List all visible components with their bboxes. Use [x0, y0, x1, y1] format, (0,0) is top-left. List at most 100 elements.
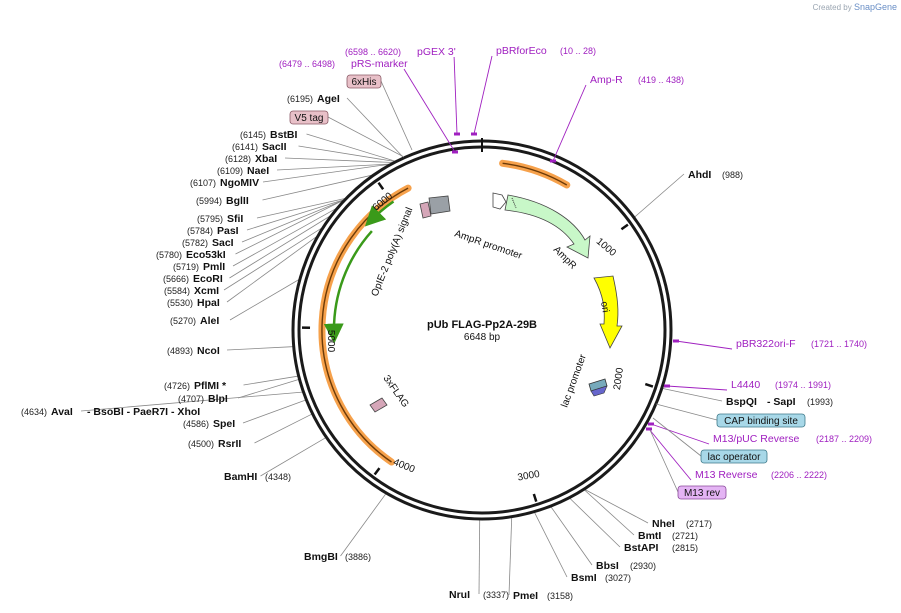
- primer-amp-r[interactable]: Amp-R(419 .. 438): [550, 74, 684, 163]
- site-bglii[interactable]: (5994)BglII: [196, 195, 249, 207]
- site-bbsi[interactable]: BbsI(2930): [596, 560, 656, 572]
- site-bmti[interactable]: BmtI(2721): [638, 530, 698, 542]
- backbone-ticks: [301, 138, 654, 503]
- site-pflmi[interactable]: (4726)PflMI *: [164, 380, 227, 392]
- site-ecori[interactable]: (5666)EcoRI: [163, 273, 223, 285]
- site-sfii[interactable]: (5795)SfiI: [197, 213, 243, 225]
- feature-lac-promoter[interactable]: lac promoter: [559, 352, 608, 409]
- primer-name: pBR322ori-F: [736, 338, 796, 350]
- primer-range: (6479 .. 6498): [279, 59, 335, 69]
- site-name: BsmI: [571, 572, 597, 584]
- site-avai[interactable]: (4634)AvaI- BsoBI - PaeR7I - XhoI: [21, 406, 200, 418]
- site-bmgbi[interactable]: BmgBI(3886): [304, 551, 371, 563]
- site-saci[interactable]: (5782) SacI: [182, 237, 234, 249]
- green-arc-lower: [323, 230, 373, 344]
- box-lac-operator[interactable]: lac operator: [652, 417, 768, 464]
- site-sacii[interactable]: (6141)SacII: [232, 141, 287, 153]
- primer-name: M13/pUC Reverse: [713, 433, 800, 445]
- primer-m13-reverse[interactable]: M13 Reverse(2206 .. 2222): [646, 427, 827, 482]
- box-cap-binding-site[interactable]: CAP binding site: [655, 403, 806, 428]
- site-pmei[interactable]: PmeI(3158): [513, 590, 573, 602]
- site-name: AhdI: [688, 169, 711, 181]
- primer-name: pGEX 3': [417, 46, 456, 58]
- site-name: XbaI: [255, 153, 277, 165]
- primer-name: pBRforEco: [496, 45, 547, 57]
- site-name: PflMI *: [194, 380, 227, 392]
- site-position: (6145): [240, 130, 266, 140]
- site-name: SacII: [262, 141, 287, 153]
- site-position: (6195): [287, 94, 313, 104]
- site-position: (3027): [605, 573, 631, 583]
- primer-range: (1721 .. 1740): [811, 339, 867, 349]
- site-nrui[interactable]: NruI (3337): [449, 589, 509, 601]
- site-pmli[interactable]: (5719)PmlI: [173, 261, 225, 273]
- box-6xhis[interactable]: 6xHis: [346, 74, 413, 151]
- site-eco53ki[interactable]: (5780) Eco53kI: [156, 249, 226, 261]
- primer-range: (2187 .. 2209): [816, 434, 872, 444]
- site-bspqi[interactable]: BspQI- SapI(1993): [726, 396, 833, 408]
- site-position: (2721): [672, 531, 698, 541]
- site-hpai[interactable]: (5530)HpaI: [167, 297, 220, 309]
- site-nhei[interactable]: NheI(2717): [652, 518, 712, 530]
- site-bsmi[interactable]: BsmI (3027): [571, 572, 631, 584]
- site-name: BbsI: [596, 560, 619, 572]
- feature-3xflag[interactable]: 3xFLAG: [369, 373, 411, 413]
- site-bstbi[interactable]: (6145)BstBI: [240, 129, 298, 141]
- site-xcmi[interactable]: (5584)XcmI: [164, 285, 219, 297]
- site-position: (3886): [345, 552, 371, 562]
- site-name: XcmI: [194, 285, 219, 297]
- site-bamhi[interactable]: BamHI(4348): [224, 471, 291, 483]
- site-blpi[interactable]: (4707)BlpI: [178, 393, 228, 405]
- primer-pgex-3[interactable]: pGEX 3' (6598 .. 6620): [345, 46, 460, 136]
- credit-prefix: Created by: [812, 3, 852, 12]
- site-position: (5270): [170, 316, 196, 326]
- site-spei[interactable]: (4586)SpeI: [183, 418, 235, 430]
- site-position: (6109): [217, 166, 243, 176]
- site-position: (3337): [483, 590, 509, 600]
- site-name: BamHI: [224, 471, 257, 483]
- site-naei[interactable]: (6109) NaeI: [217, 165, 269, 177]
- site-agei[interactable]: (6195)AgeI: [287, 93, 340, 105]
- site-name: SacI: [212, 237, 234, 249]
- site-name: NaeI: [247, 165, 269, 177]
- primer-labels: pGEX 3' (6598 .. 6620)pRS-marker(6479 .. …: [279, 45, 872, 481]
- site-ngomiv[interactable]: (6107)NgoMIV: [190, 177, 259, 189]
- feature-ori[interactable]: ori: [593, 275, 623, 349]
- site-name: EcoRI: [193, 273, 223, 285]
- primer-prs-marker[interactable]: pRS-marker(6479 .. 6498): [279, 58, 458, 154]
- box-label: 6xHis: [351, 77, 376, 88]
- primer-pbr322ori-f[interactable]: pBR322ori-F (1721 .. 1740): [673, 338, 867, 350]
- site-position: (1993): [807, 397, 833, 407]
- primer-l4440[interactable]: L4440(1974 .. 1991): [664, 379, 831, 391]
- site-position: (2717): [686, 519, 712, 529]
- primer-m13-puc-reverse[interactable]: M13/pUC Reverse (2187 .. 2209): [648, 422, 872, 446]
- site-pasi[interactable]: (5784)PasI: [187, 225, 239, 237]
- site-position: (5782): [182, 238, 208, 248]
- tick-label-3000: 3000: [517, 469, 541, 484]
- site-position: (5780): [156, 250, 182, 260]
- site-name: Eco53kI: [186, 249, 226, 261]
- site-rsrii[interactable]: (4500)RsrII: [188, 438, 241, 450]
- tick-label-2000: 2000: [612, 367, 626, 391]
- site-ncoi[interactable]: (4893) NcoI: [167, 345, 220, 357]
- site-position: (4707): [178, 394, 204, 404]
- site-name: SpeI: [213, 418, 235, 430]
- box-v5-tag[interactable]: V5 tag: [289, 110, 405, 158]
- site-name: PasI: [217, 225, 239, 237]
- site-alei[interactable]: (5270)AleI: [170, 315, 219, 327]
- box-label: lac operator: [708, 452, 761, 463]
- box-m13-rev[interactable]: M13 rev: [649, 429, 727, 500]
- site-bstapi[interactable]: BstAPI(2815): [624, 542, 698, 554]
- primer-range: (6598 .. 6620): [345, 47, 401, 57]
- site-position: (4893): [167, 346, 193, 356]
- primer-pbrforeco[interactable]: pBRforEco(10 .. 28): [471, 45, 596, 136]
- site-name: NruI: [449, 589, 470, 601]
- site-position: (3158): [547, 591, 573, 601]
- site-ahdi[interactable]: AhdI(988): [688, 169, 743, 181]
- box-label: V5 tag: [295, 113, 324, 124]
- site-name: HpaI: [197, 297, 220, 309]
- site-labels: AhdI(988) BspQI- SapI(1993) NheI(2717)BmtI…: [21, 93, 833, 602]
- site-name: NcoI: [197, 345, 220, 357]
- site-xbai[interactable]: (6128)XbaI: [225, 153, 277, 165]
